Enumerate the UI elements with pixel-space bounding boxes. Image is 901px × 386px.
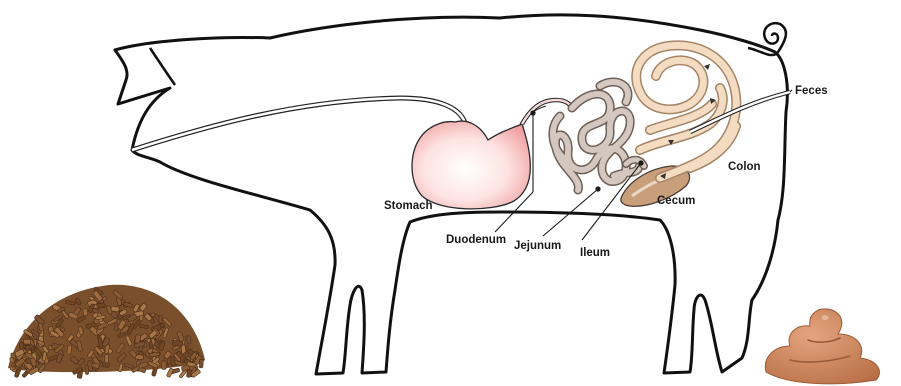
duodenum-dot — [530, 110, 535, 115]
label-colon: Colon — [728, 161, 761, 173]
ileum-dot — [638, 160, 643, 165]
label-feces: Feces — [795, 85, 828, 97]
label-stomach: Stomach — [384, 200, 433, 212]
label-jejunum: Jejunum — [514, 240, 561, 252]
label-cecum: Cecum — [657, 195, 695, 207]
feed-pellets-icon — [8, 285, 205, 379]
label-duodenum: Duodenum — [446, 234, 506, 246]
manure-icon — [765, 309, 879, 384]
stomach-organ — [412, 121, 530, 209]
label-ileum: Ileum — [580, 247, 610, 259]
jejunum-dot — [595, 186, 600, 191]
feces-leader — [790, 90, 792, 92]
